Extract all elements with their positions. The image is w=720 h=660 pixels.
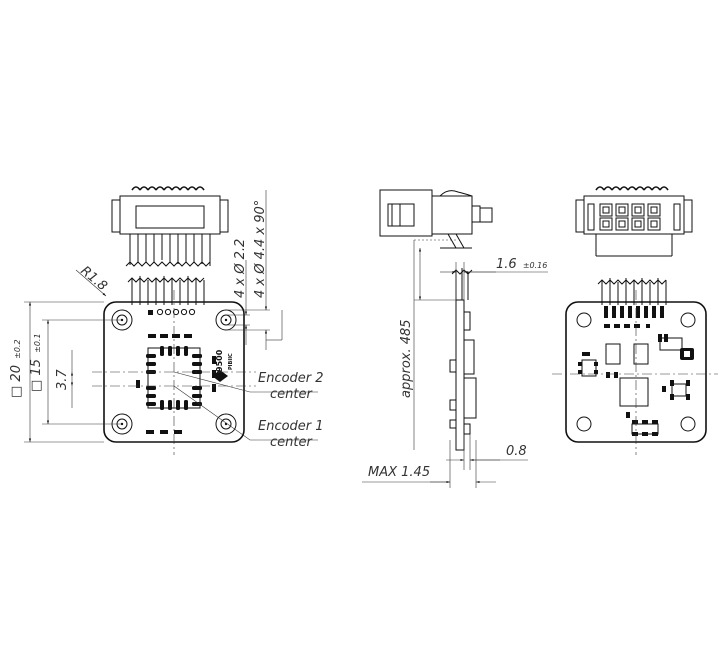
right-connector bbox=[575, 186, 693, 257]
inner-square-tol: ±0.1 bbox=[33, 333, 42, 352]
inner-square-prefix: □ bbox=[29, 380, 44, 392]
svg-text:1.6 ±0.16: 1.6 ±0.16 bbox=[496, 257, 547, 272]
middle-connector-side bbox=[379, 189, 493, 249]
encoder1-line2: center bbox=[270, 435, 313, 450]
left-dimensions: □ 20 ±0.2 □ 15 ±0.1 3.7 R1.8 4 x Ø 2.2 4… bbox=[9, 190, 324, 450]
manufacturer-logo: 9500 PIBIIC bbox=[212, 349, 234, 382]
middle-pcb-side-view bbox=[449, 268, 477, 451]
encoder2-line1: Encoder 2 bbox=[258, 371, 324, 386]
outer-square-prefix: □ bbox=[9, 386, 24, 398]
svg-text:□ 20 ±0.2: □ 20 ±0.2 bbox=[9, 339, 24, 398]
svg-text:□ 15 ±0.1: □ 15 ±0.1 bbox=[29, 333, 44, 392]
approx-label: approx. 485 bbox=[399, 319, 414, 398]
hole-small-label: 4 x Ø 2.2 bbox=[233, 239, 248, 298]
chip-brand-text: PIBIIC bbox=[228, 353, 234, 370]
inner-square-value: 15 bbox=[29, 359, 44, 376]
chip-model-text: 9500 bbox=[215, 349, 224, 372]
hole-large-label: 4 x Ø 4.4 x 90° bbox=[253, 200, 268, 298]
max-height-label: MAX 1.45 bbox=[368, 465, 430, 480]
right-pcb-bottom-view bbox=[552, 278, 718, 455]
component-height-label: 0.8 bbox=[506, 444, 527, 459]
middle-dimensions: approx. 485 1.6 ±0.16 0.8 MAX 1.45 bbox=[362, 239, 548, 488]
left-pcb-top-view: 9500 PIBIIC bbox=[92, 276, 256, 455]
radius-label: R1.8 bbox=[77, 264, 109, 295]
thickness-value: 1.6 bbox=[496, 257, 517, 272]
offset-label: 3.7 bbox=[55, 369, 70, 390]
left-connector bbox=[111, 186, 229, 267]
encoder1-line1: Encoder 1 bbox=[258, 419, 324, 434]
thickness-tol: ±0.16 bbox=[523, 261, 548, 270]
outer-square-value: 20 bbox=[9, 365, 24, 382]
encoder2-line2: center bbox=[270, 387, 313, 402]
outer-square-tol: ±0.2 bbox=[13, 339, 22, 358]
